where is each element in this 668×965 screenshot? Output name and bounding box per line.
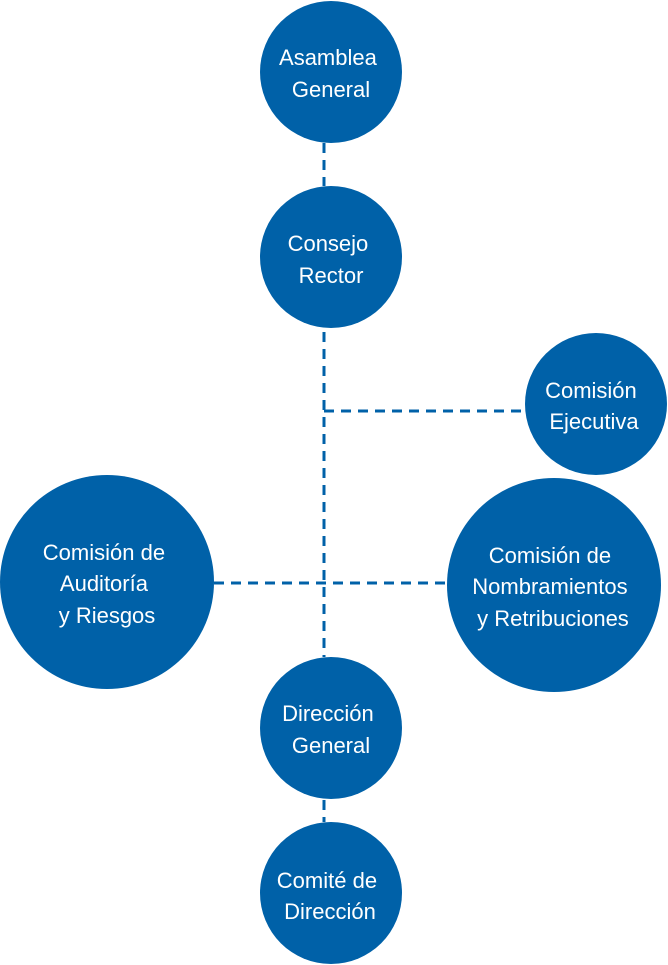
node-label-line: y Retribuciones bbox=[477, 606, 629, 631]
node-comite-direccion-circle bbox=[260, 822, 402, 964]
node-consejo-rector: Consejo Rector bbox=[260, 186, 402, 328]
node-label-line: General bbox=[292, 77, 370, 102]
node-consejo-rector-label: Consejo Rector bbox=[288, 231, 375, 288]
node-label-line: Comité de bbox=[277, 868, 377, 893]
node-label-line: Dirección bbox=[282, 701, 374, 726]
node-comision-auditoria-label: Comisión de Auditoría y Riesgos bbox=[43, 540, 171, 628]
node-comision-nombramientos: Comisión de Nombramientos y Retribucione… bbox=[447, 478, 661, 692]
node-label-line: Consejo bbox=[288, 231, 369, 256]
node-label-line: Ejecutiva bbox=[549, 409, 639, 434]
node-label-line: Rector bbox=[299, 263, 364, 288]
node-direccion-general-label: Dirección General bbox=[282, 701, 380, 758]
node-comite-direccion-label: Comité de Dirección bbox=[277, 868, 383, 924]
node-comision-nombramientos-label: Comisión de Nombramientos y Retribucione… bbox=[472, 543, 633, 631]
node-label-line: Dirección bbox=[284, 899, 376, 924]
node-label-line: Asamblea bbox=[279, 45, 378, 70]
node-label-line: Comisión de bbox=[43, 540, 165, 565]
node-comision-auditoria-circle bbox=[0, 475, 214, 689]
node-consejo-rector-circle bbox=[260, 186, 402, 328]
node-label-line: General bbox=[292, 733, 370, 758]
node-comision-ejecutiva-label: Comisión Ejecutiva bbox=[545, 378, 643, 434]
node-label-line: Comisión de bbox=[489, 543, 611, 568]
node-comision-nombramientos-circle bbox=[447, 478, 661, 692]
node-comision-auditoria: Comisión de Auditoría y Riesgos bbox=[0, 475, 214, 689]
node-asamblea-general-circle bbox=[260, 1, 402, 143]
node-comision-ejecutiva-circle bbox=[525, 333, 667, 475]
node-label-line: Auditoría bbox=[60, 571, 149, 596]
node-direccion-general-circle bbox=[260, 657, 402, 799]
node-direccion-general: Dirección General bbox=[260, 657, 402, 799]
node-asamblea-general: Asamblea General bbox=[260, 1, 402, 143]
node-label-line: Comisión bbox=[545, 378, 637, 403]
node-comision-ejecutiva: Comisión Ejecutiva bbox=[525, 333, 667, 475]
node-label-line: y Riesgos bbox=[59, 603, 156, 628]
node-asamblea-general-label: Asamblea General bbox=[279, 45, 383, 102]
connectors bbox=[214, 143, 526, 822]
node-label-line: Nombramientos bbox=[472, 574, 627, 599]
node-comite-direccion: Comité de Dirección bbox=[260, 822, 402, 964]
